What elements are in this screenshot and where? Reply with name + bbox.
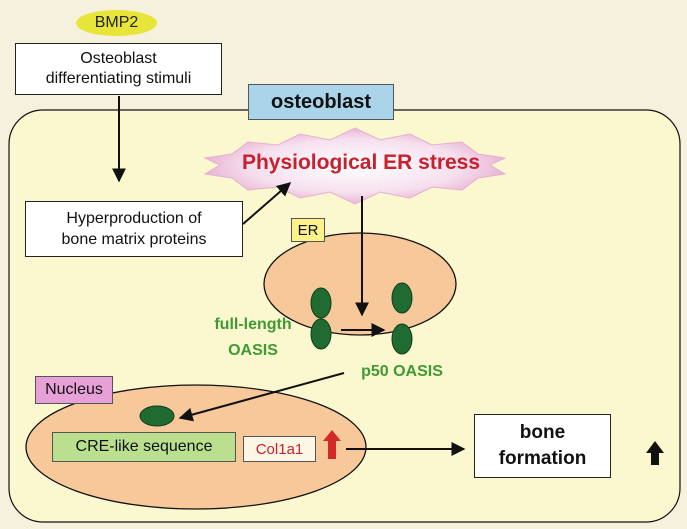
nucleus-label: Nucleus [35, 376, 113, 404]
bone-formation-box: bone formation [474, 414, 611, 478]
full-length-oasis-shape-top [310, 287, 332, 319]
p50-oasis-label: p50 OASIS [361, 363, 443, 380]
bmp2-label: BMP2 [76, 10, 157, 36]
arrow-to-nucleus [178, 372, 345, 422]
up-arrow-icon [323, 430, 341, 459]
full-length-oasis-label: full-length OASIS [214, 316, 292, 359]
arrow-hyperproduction-to-stress [242, 182, 292, 225]
stimuli-box: Osteoblast differentiating stimuli [15, 43, 222, 95]
oasis-shape-right-top [391, 282, 413, 314]
er-label: ER [291, 218, 325, 242]
cre-like-sequence-box: CRE-like sequence [52, 432, 236, 462]
hyperproduction-box: Hyperproduction of bone matrix proteins [25, 201, 243, 257]
osteoblast-label: osteoblast [248, 84, 394, 120]
er-stress-label: Physiological ER stress [241, 151, 481, 174]
col1a1-box: Col1a1 [243, 436, 316, 462]
p50-oasis-shape [391, 323, 413, 355]
up-arrow-icon [646, 441, 664, 465]
full-length-oasis-shape-bottom [310, 318, 332, 350]
nuclear-p50-oasis-shape [139, 405, 175, 427]
